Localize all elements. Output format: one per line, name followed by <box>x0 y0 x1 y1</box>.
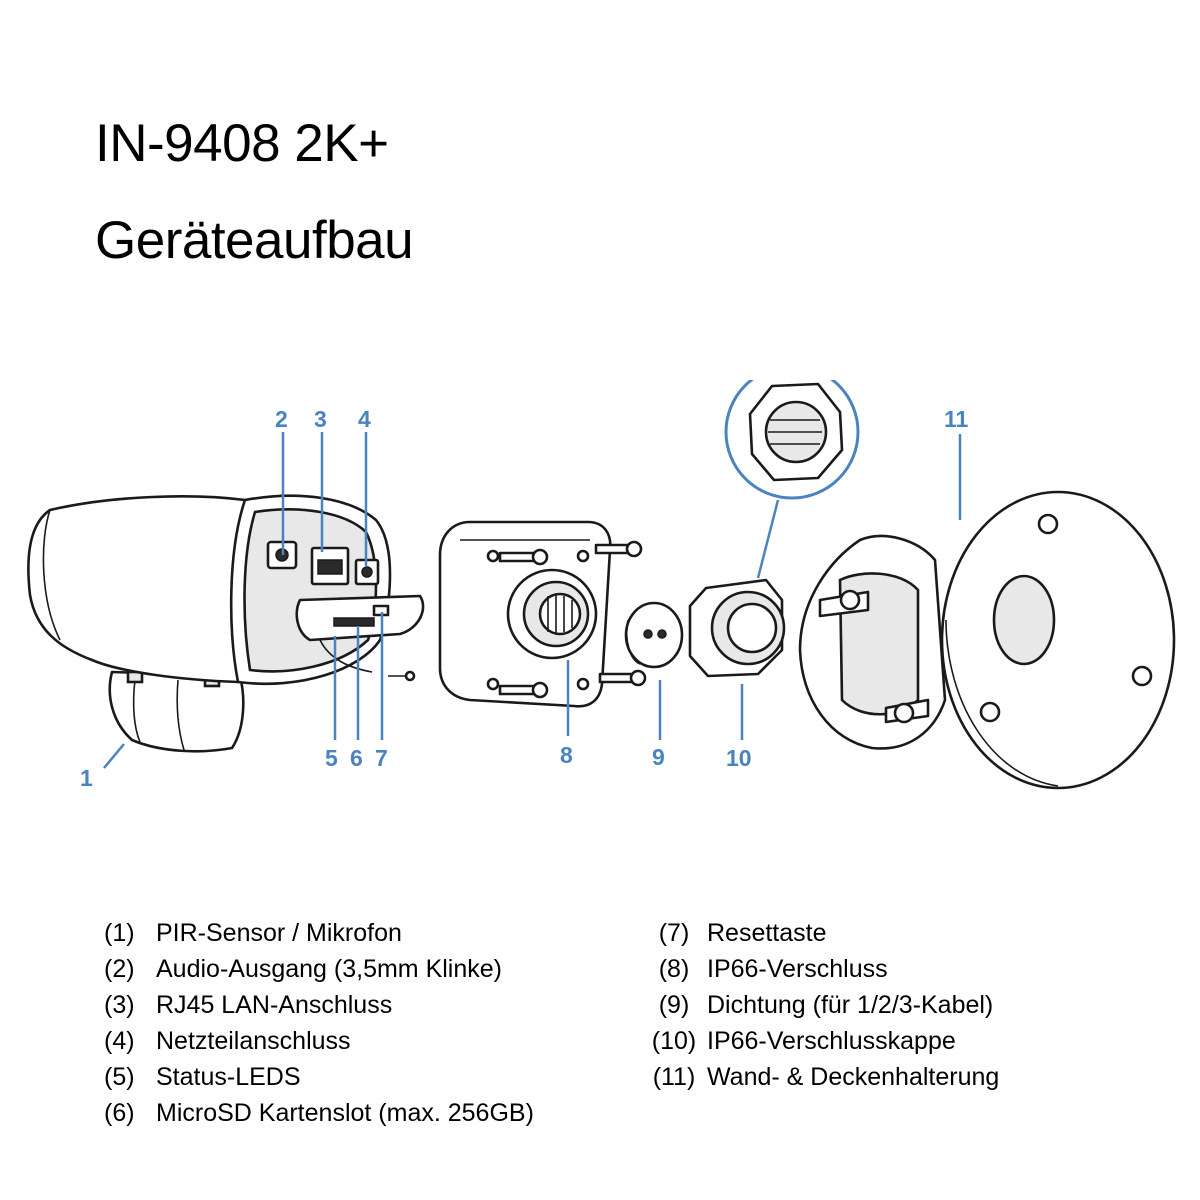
legend-right: (7)Resettaste (8)IP66-Verschluss (9)Dich… <box>641 915 1000 1095</box>
legend-item: (5)Status-LEDS <box>104 1063 301 1091</box>
legend-item: (7)Resettaste <box>658 919 827 947</box>
legend-left: (1)PIR-Sensor / Mikrofon (2)Audio-Ausgan… <box>104 915 534 1131</box>
callout-5: 5 <box>325 745 338 771</box>
callout-11: 11 <box>944 406 969 432</box>
ip66-plate <box>438 520 647 708</box>
page-title: IN-9408 2K+ <box>95 114 389 173</box>
callout-6: 6 <box>350 745 363 771</box>
legend-item: (8)IP66-Verschluss <box>658 955 888 983</box>
legend-item: (3)RJ45 LAN-Anschluss <box>104 991 393 1019</box>
callout-7: 7 <box>375 745 388 771</box>
page-subtitle: Geräteaufbau <box>95 211 414 270</box>
callout-4: 4 <box>358 406 371 432</box>
cap-zoom-bubble <box>724 380 860 579</box>
legend-item: (4)Netzteilanschluss <box>104 1027 351 1055</box>
legend-item: (11)Wand- & Deckenhalterung <box>652 1063 1000 1091</box>
legend-item: (1)PIR-Sensor / Mikrofon <box>104 919 402 947</box>
leader-lines <box>103 432 962 769</box>
legend-item: (2)Audio-Ausgang (3,5mm Klinke) <box>104 955 502 983</box>
callout-1: 1 <box>80 765 93 791</box>
ip66-cap <box>688 578 786 678</box>
callout-9: 9 <box>652 744 665 770</box>
cable-seal <box>624 601 684 669</box>
camera-body <box>27 494 425 753</box>
legend-item: (9)Dichtung (für 1/2/3-Kabel) <box>658 991 994 1019</box>
legend-item: (10)IP66-Verschlusskappe <box>651 1027 956 1055</box>
wall-ceiling-mount <box>798 490 1176 790</box>
callout-8: 8 <box>560 742 573 768</box>
callout-labels: 1 2 3 4 5 6 7 8 9 10 11 <box>80 406 969 791</box>
legend-item: (6)MicroSD Kartenslot (max. 256GB) <box>104 1099 534 1127</box>
callout-10: 10 <box>726 745 752 771</box>
callout-2: 2 <box>275 406 288 432</box>
callout-3: 3 <box>314 406 327 432</box>
exploded-view-diagram: 1 2 3 4 5 6 7 8 9 10 11 <box>27 380 1176 791</box>
